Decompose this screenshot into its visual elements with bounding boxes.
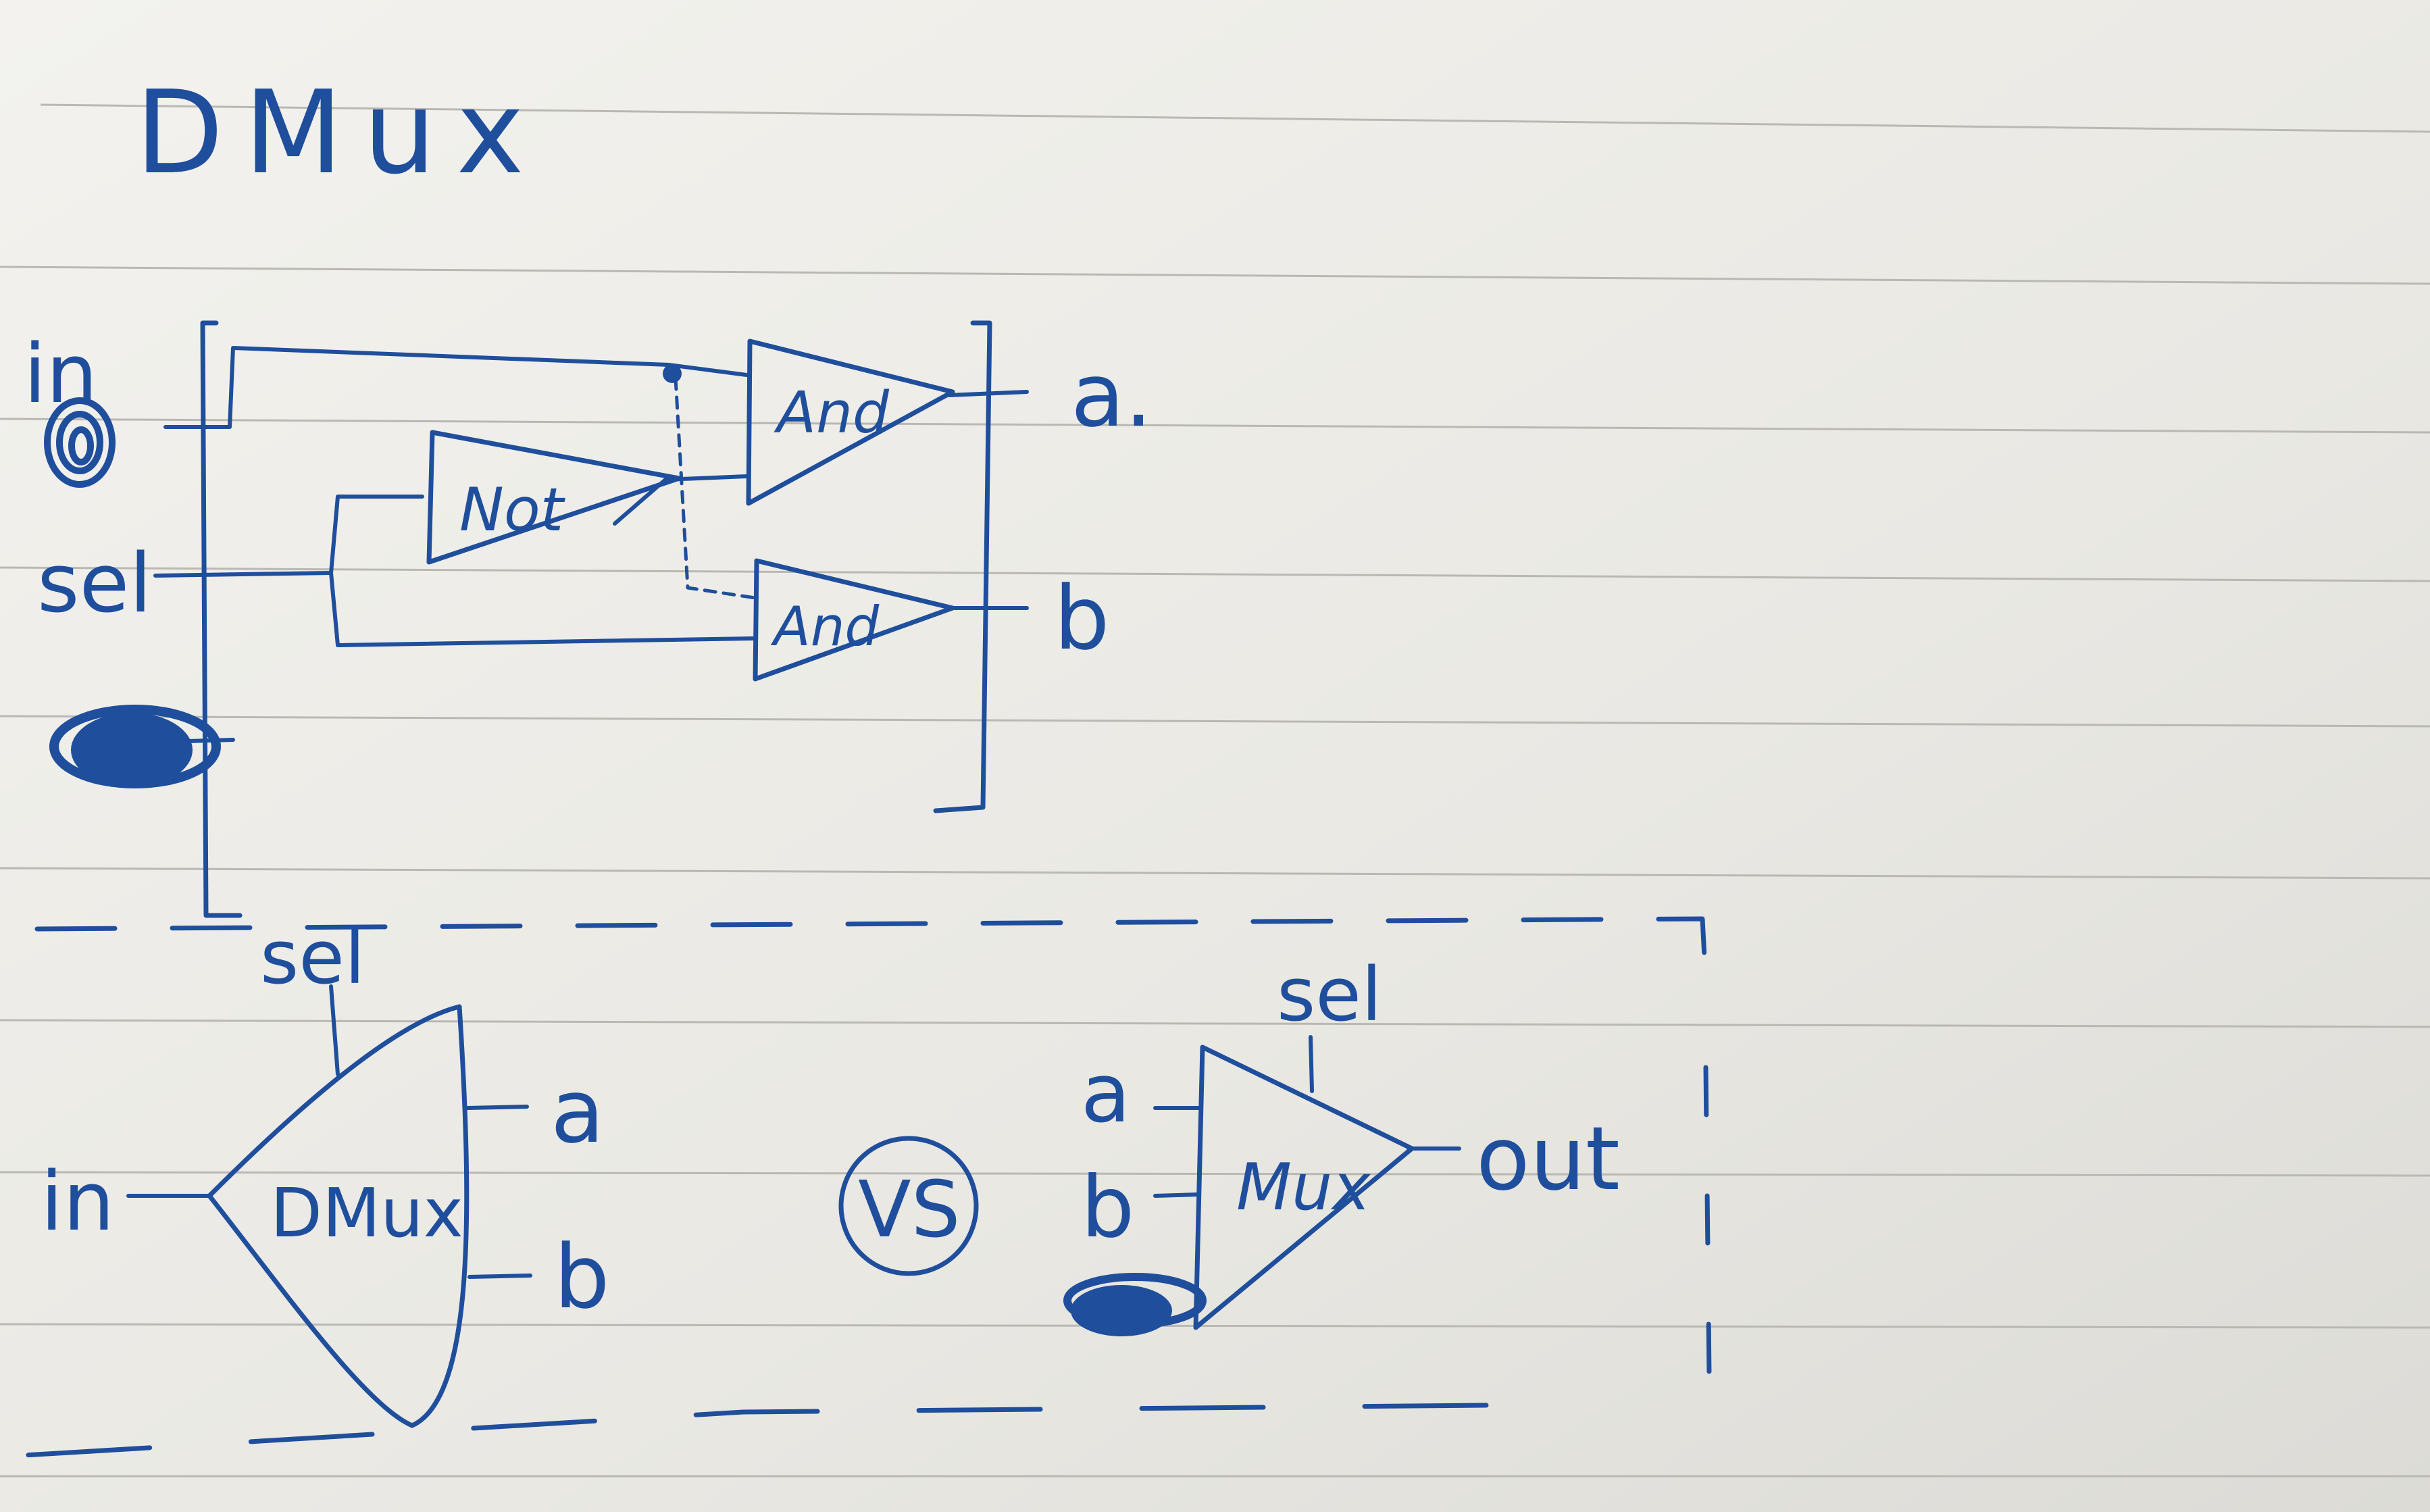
dmux-b-wire <box>467 1274 532 1279</box>
ruled-lines <box>0 103 2430 1478</box>
dashed-box <box>11 916 1712 1459</box>
wire-not-to-top-and <box>613 474 749 526</box>
mux-b-wire <box>1153 1192 1201 1198</box>
wire-sel-to-bottom-and <box>329 571 755 647</box>
label-sel: sel <box>37 537 152 631</box>
dmux-a-label: a <box>551 1060 605 1163</box>
versus-mark: VS <box>838 1136 979 1276</box>
dmux-label: DMux <box>270 1174 463 1253</box>
wire-top-and-out <box>947 390 1029 397</box>
mux-out-label: out <box>1476 1107 1620 1210</box>
junction-dot <box>663 364 682 383</box>
dmux-in-label: in <box>41 1155 114 1249</box>
not-gate <box>426 430 682 565</box>
mux-sel-wire <box>1309 1035 1314 1093</box>
label-out-a: a. <box>1071 344 1153 447</box>
scribble-mark-bottom <box>49 705 221 788</box>
and-gate-top <box>746 338 955 506</box>
mux-label: Mux <box>1236 1151 1371 1225</box>
scribble-mark-mux <box>1063 1273 1207 1336</box>
not-gate-label: Not <box>459 475 566 545</box>
wire-sel <box>153 571 333 578</box>
dmux-sel-label: sel <box>260 914 365 1001</box>
wire-in-to-bottom-and <box>674 376 757 600</box>
mux-shape <box>1193 1044 1415 1330</box>
mux-sel-label: sel <box>1277 951 1382 1038</box>
dmux-sel-wire <box>329 984 340 1076</box>
mux-a-label: a <box>1081 1047 1131 1141</box>
mux-symbol: Mux sel a b out <box>1063 951 1620 1336</box>
and-gate-bottom-label: And <box>770 595 880 658</box>
wire-sel-to-not <box>329 495 424 575</box>
and-gate-top-label: And <box>774 380 890 447</box>
page-title: DMux <box>135 66 545 200</box>
dmux-a-wire <box>465 1105 529 1110</box>
mux-b-label: b <box>1081 1159 1134 1257</box>
wire-in <box>163 346 749 429</box>
dmux-b-label: b <box>554 1226 610 1328</box>
dmux-shape <box>207 1004 470 1428</box>
output-bus-bracket <box>933 320 992 813</box>
scribble-mark-top <box>44 397 116 488</box>
dmux-symbol: DMux sel in a b <box>41 914 610 1428</box>
dmux-circuit: Not And And in sel a. b <box>24 320 1153 918</box>
and-gate-bottom <box>753 558 955 682</box>
input-bus-bracket <box>200 320 243 918</box>
versus-label: VS <box>858 1165 961 1255</box>
label-out-b: b <box>1054 567 1110 670</box>
